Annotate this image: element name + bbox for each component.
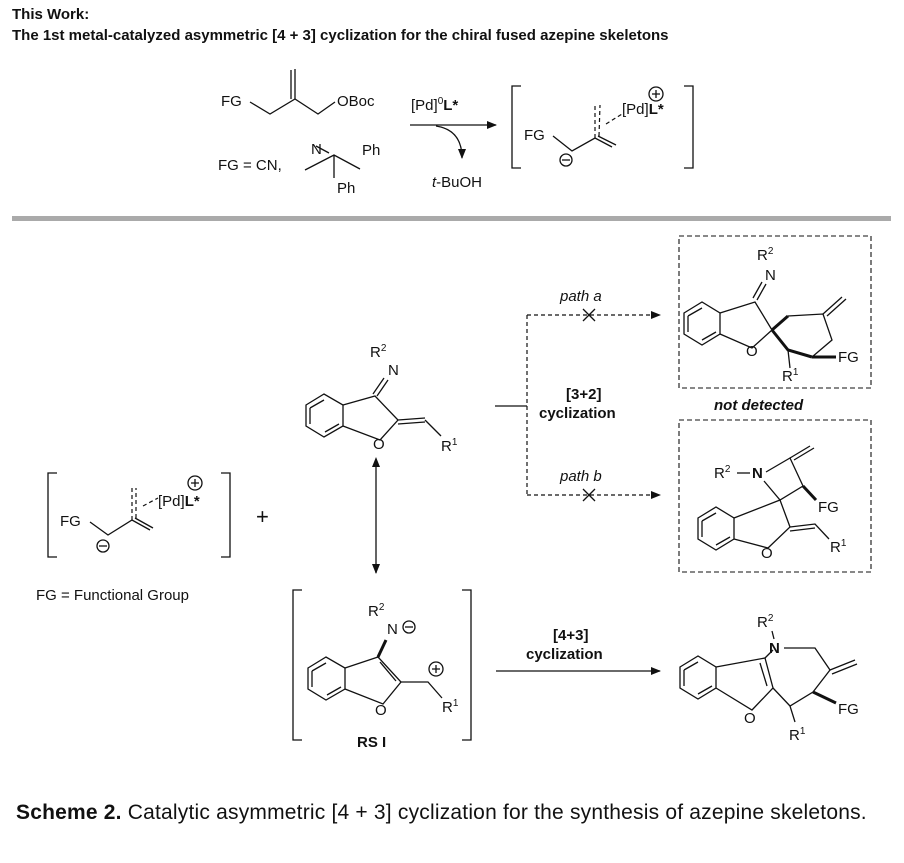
cyclization-32-line2: cyclization bbox=[539, 405, 616, 422]
prodA-r1: R1 bbox=[782, 367, 799, 385]
spiro-product-a: R2 N O R1 FG bbox=[678, 235, 872, 389]
prodB-o: O bbox=[761, 545, 773, 562]
prodA-o: O bbox=[746, 343, 758, 360]
catalyst-pd-label: [Pd]0L* bbox=[411, 96, 458, 114]
caption-label: Scheme 2. bbox=[16, 801, 122, 824]
ph-label-1: Ph bbox=[362, 142, 380, 159]
figure-caption: Scheme 2. Catalytic asymmetric [4 + 3] c… bbox=[16, 798, 892, 828]
rs1-o: O bbox=[375, 702, 387, 719]
path-b-label: path b bbox=[559, 468, 602, 485]
not-detected-label: not detected bbox=[714, 397, 804, 414]
fg-def-prefix: FG = CN, bbox=[218, 157, 282, 174]
rs1-label: RS I bbox=[357, 734, 386, 751]
pd-catalyst-arrow: [Pd]0L* t-BuOH bbox=[410, 96, 497, 191]
reagent-fg-label: FG bbox=[221, 93, 242, 110]
header-line-1: This Work: bbox=[12, 6, 90, 23]
cyclization-32-line1: [3+2] bbox=[566, 386, 601, 403]
zwitterion-fg-label: FG bbox=[60, 513, 81, 530]
section-divider bbox=[12, 216, 891, 221]
caption-text: Catalytic asymmetric [4 + 3] cyclization… bbox=[127, 801, 867, 824]
prodC-n: N bbox=[769, 640, 780, 657]
prodC-fg: FG bbox=[838, 701, 859, 718]
intermediate-pd-label: [Pd]L* bbox=[622, 101, 664, 118]
spiro-product-b: R2 N FG O R1 bbox=[678, 419, 872, 573]
azepine-product: R2 N O FG R1 bbox=[679, 613, 859, 744]
aurone-imine-substrate: R2 N O R1 bbox=[305, 343, 458, 455]
prodB-n: N bbox=[752, 465, 763, 482]
prodC-r2: R2 bbox=[757, 613, 774, 631]
scheme-drawing: FG OBoc FG = CN, N Ph Ph [Pd]0L* t-BuOH … bbox=[12, 69, 891, 751]
ph-label-2: Ph bbox=[337, 180, 355, 197]
header-line-2: The 1st metal-catalyzed asymmetric [4 + … bbox=[12, 27, 669, 44]
prodB-fg: FG bbox=[818, 499, 839, 516]
prodC-o: O bbox=[744, 710, 756, 727]
zwitterion-pd-label: [Pd]L* bbox=[158, 493, 200, 510]
pd-intermediate-top: FG [Pd]L* bbox=[511, 85, 694, 169]
prodB-r1: R1 bbox=[830, 538, 847, 556]
resonance-structure-rs1: R2 N O R1 RS I bbox=[292, 589, 472, 751]
prodA-n: N bbox=[765, 267, 776, 284]
rs1-r2: R2 bbox=[368, 602, 385, 620]
byproduct-text: -BuOH bbox=[436, 174, 482, 191]
fg-definition-label: FG = Functional Group bbox=[36, 587, 189, 604]
path-a-label: path a bbox=[559, 288, 602, 305]
substrate-r2: R2 bbox=[370, 343, 387, 361]
prodC-r1: R1 bbox=[789, 726, 806, 744]
rs1-n: N bbox=[387, 621, 398, 638]
plus-sign: + bbox=[256, 504, 269, 529]
imine-n-label: N bbox=[311, 141, 322, 158]
pd-zwitterion: FG [Pd]L* bbox=[47, 472, 231, 558]
allyl-carbonate-reagent: FG OBoc bbox=[221, 69, 375, 115]
rs1-r1: R1 bbox=[442, 698, 459, 716]
substrate-r1: R1 bbox=[441, 437, 458, 455]
fg-definition-top: FG = CN, N Ph Ph bbox=[218, 141, 380, 197]
prodA-fg: FG bbox=[838, 349, 859, 366]
cyclization-43-line1: [4+3] bbox=[553, 627, 588, 644]
byproduct-tbuoh: t-BuOH bbox=[432, 174, 482, 191]
pathway-arrows: path a path b [3+2] cyclization [4+3] cy… bbox=[495, 288, 661, 675]
intermediate-fg-label: FG bbox=[524, 127, 545, 144]
cyclization-43-line2: cyclization bbox=[526, 646, 603, 663]
substrate-o: O bbox=[373, 436, 385, 453]
substrate-n: N bbox=[388, 362, 399, 379]
prodB-r2: R2 bbox=[714, 464, 731, 482]
reagent-oboc-label: OBoc bbox=[337, 93, 375, 110]
prodA-r2: R2 bbox=[757, 246, 774, 264]
